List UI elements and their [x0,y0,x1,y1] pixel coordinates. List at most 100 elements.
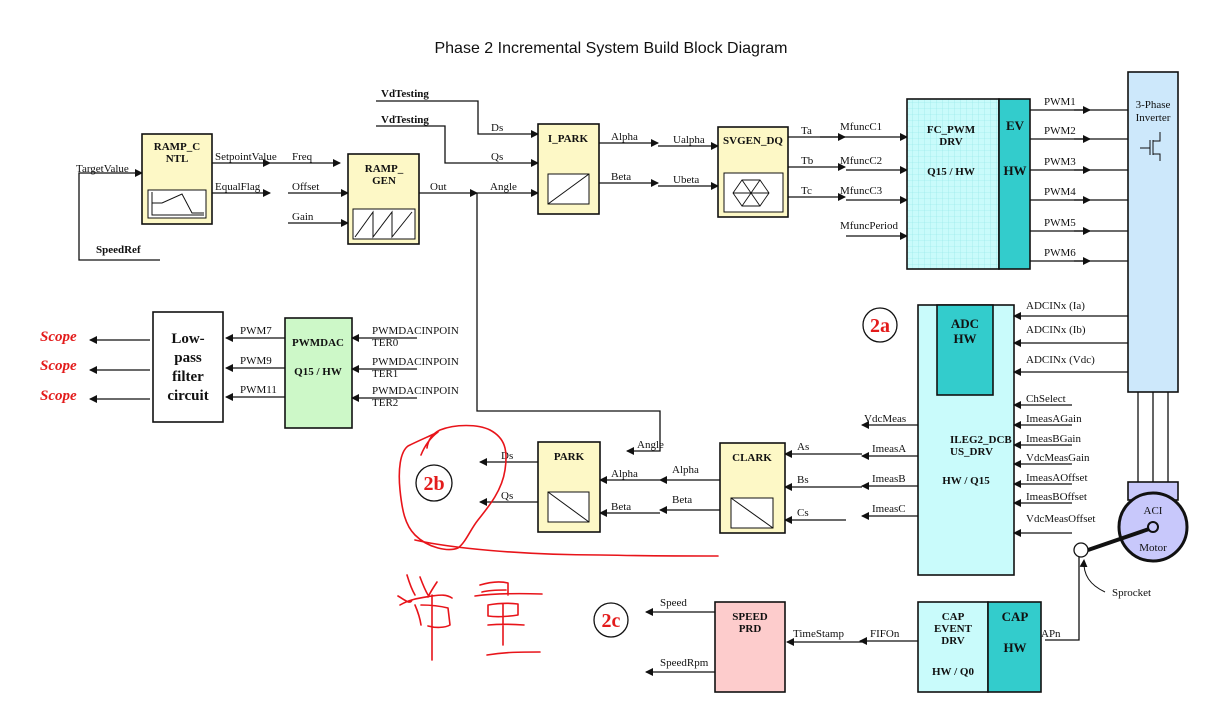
scope2-label: Scope [40,358,77,374]
pwm4-label: PWM4 [1044,186,1076,198]
speed-prd-block[interactable]: SPEED PRD [714,601,786,693]
transform-icon [730,497,774,529]
pwmdac-in0-label: PWMDACINPOIN [372,325,459,337]
adc-hw-label: HW [953,331,976,346]
ualpha-label: Ualpha [673,134,705,146]
clark-alpha-label: Alpha [672,464,699,476]
timestamp-label: TimeStamp [793,628,844,640]
park-ds-label: Ds [501,450,513,462]
motor-label-1: ACI [1144,505,1163,517]
chselect-label: ChSelect [1026,393,1066,405]
park-angle-label: Angle [637,439,664,451]
pwmdac-name: PWMDAC [292,337,344,349]
three-phase-inverter-block[interactable]: 3-Phase Inverter [1127,71,1179,393]
ds-label: Ds [491,122,503,134]
low-pass-filter-block[interactable]: Low- pass filter circuit [152,311,224,423]
as-label: As [797,441,809,453]
pwm1-label: PWM1 [1044,96,1076,108]
transform-icon [547,491,590,523]
tag-2a-label: 2a [870,315,890,337]
diagram-title: Phase 2 Incremental System Build Block D… [434,40,787,57]
transform-icon [547,173,590,205]
adc-param-inputs: ChSelect ImeasAGain ImeasBGain VdcMeasGa… [1013,393,1095,537]
ramp-cntl-block[interactable]: RAMP_C NTL [141,133,213,225]
tc-label: Tc [801,185,812,197]
angle-feedback-line [476,193,661,455]
vdcmeas-label: VdcMeas [864,413,906,425]
i-park-block[interactable]: I_PARK [537,123,600,215]
pwm-drv-format: Q15 / HW [927,166,975,178]
clark-beta-label: Beta [672,494,692,506]
pwmdac-in1-label-2: TER1 [372,368,398,380]
belt-icon [1087,527,1150,552]
sprocket-to-cap-line [1045,557,1080,641]
fc-pwm-drv-block[interactable]: FC_PWM DRV Q15 / HW [906,98,1000,270]
cap-event-drv-block[interactable]: CAP EVENT DRV HW / Q0 [917,601,989,693]
pwmdac-block[interactable]: PWMDAC Q15 / HW [284,317,353,429]
vd-testing-text: VdTesting [381,88,429,100]
bs-label: Bs [797,474,809,486]
adc-outputs: VdcMeas ImeasA ImeasB ImeasC [861,413,918,520]
cap-name-2: EVENT [934,623,973,635]
handwritten-ink-annotation [397,424,719,661]
ev-hw-block[interactable]: EV HW [998,98,1031,270]
inverter-label-2: Inverter [1136,112,1171,124]
speed-name-1: SPEED [732,611,768,623]
pwm-drv-name: FC_PWM [927,124,976,136]
scope3-label: Scope [40,388,77,404]
alpha-label: Alpha [611,131,638,143]
imeasa-label: ImeasA [872,443,906,455]
speed-ref-line [78,169,160,261]
pwmdac-inputs: PWMDACINPOIN TER0 PWMDACINPOIN TER1 PWMD… [351,325,459,409]
adcin-ib-label: ADCINx (Ib) [1026,324,1086,336]
pwm5-label: PWM5 [1044,217,1076,229]
hw-label: HW [1003,163,1026,178]
park-qs-label: Qs [501,490,513,502]
ramp-cntl-name: RAMP_C [154,141,200,153]
adcin-ia-label: ADCINx (Ia) [1026,300,1085,312]
cap-hw-label-1: CAP [1002,609,1029,624]
ink-char-2 [474,581,543,656]
speed-ref-label: SpeedRef [96,244,141,256]
pwmdac-outputs: PWM7 PWM9 PWM11 [225,325,285,401]
lpf-label-1: Low- [171,331,204,347]
vq-testing-line [376,125,539,167]
svgen-name: SVGEN_DQ [723,135,783,147]
pwm3-label: PWM3 [1044,156,1076,168]
ramp-gen-block[interactable]: RAMP_ GEN [347,153,420,245]
aci-motor[interactable]: ACI Motor [1117,481,1189,563]
adc-hw-block[interactable]: ADC HW [936,304,994,396]
pwmdac-in0-label-2: TER0 [372,337,399,349]
cs-label: Cs [797,507,809,519]
ramp-cntl-name-2: NTL [166,153,189,165]
clark-block[interactable]: CLARK [719,442,786,534]
mfuncc1-label: MfuncC1 [840,121,882,133]
cap-hw-block[interactable]: CAP HW [987,601,1042,693]
tag-2a: 2a [862,307,898,343]
adc-label: ADC [951,316,979,331]
tb-label: Tb [801,155,814,167]
cap-name-1: CAP [942,611,965,623]
ta-label: Ta [801,125,812,137]
sprocket-label: Sprocket [1112,587,1151,599]
pwmdac-in1-label: PWMDACINPOIN [372,356,459,368]
ramp-gen-name-2: GEN [372,175,396,187]
mfuncc2-label: MfuncC2 [840,155,882,167]
park-block[interactable]: PARK [537,441,601,533]
pwm6-label: PWM6 [1044,247,1076,259]
speed-name-2: PRD [739,623,762,635]
speed-out-label: Speed [660,597,687,609]
ileg2-name-2: US_DRV [950,446,993,458]
imeasagain-label: ImeasAGain [1026,413,1082,425]
park-beta-label: Beta [611,501,631,513]
svgen-dq-block[interactable]: SVGEN_DQ [717,126,789,218]
scope1-label: Scope [40,329,77,345]
i-park-name: I_PARK [548,133,589,145]
inverter-label-1: 3-Phase [1136,99,1171,111]
lpf-label-4: circuit [167,388,208,404]
beta-label: Beta [611,171,631,183]
imeasaoffset-label: ImeasAOffset [1026,472,1088,484]
ink-circle-2b [398,424,507,551]
lpf-label-2: pass [174,350,202,366]
